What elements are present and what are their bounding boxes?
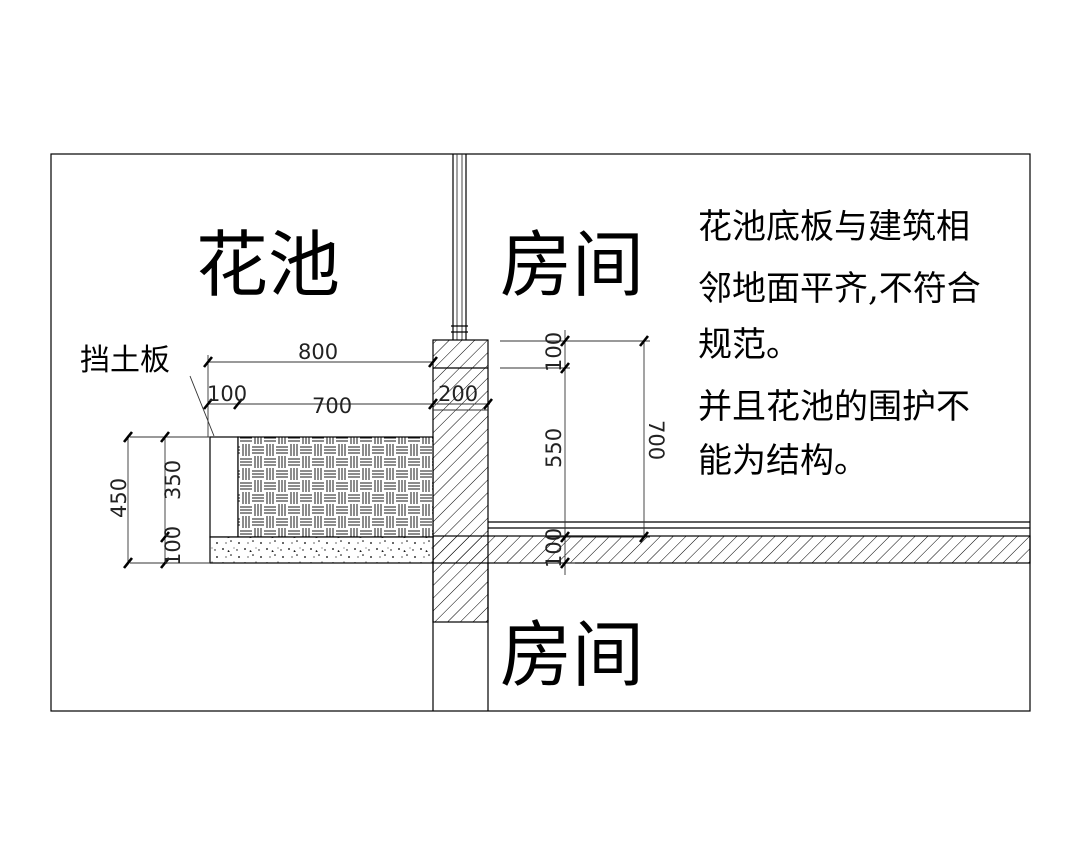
retaining-board-leader [189,375,215,437]
dim-base-slab-left: 100 [161,526,185,566]
dim-total-height-left: 450 [107,478,131,518]
planter-label: 花池 [196,223,340,307]
dimension-lines [127,330,650,575]
planter-body [209,436,434,564]
note-line-5: 能为结构。 [698,441,868,481]
dim-total-width: 800 [298,340,338,364]
room-upper-label: 房间 [500,223,644,307]
retaining-board-label: 挡土板 [80,343,170,378]
dim-slab-right: 100 [542,528,566,568]
note-line-3: 规范。 [698,325,800,365]
dim-inner-width: 700 [312,394,352,418]
room-lower-label: 房间 [500,613,644,697]
dim-room-height: 550 [542,428,566,468]
dim-soil-depth: 350 [161,460,185,500]
dimension-ticks [122,335,650,569]
structural-wall [432,339,1031,623]
dim-total-height-right: 700 [644,420,668,460]
dim-top-step: 100 [542,332,566,372]
dim-wall-left: 100 [207,382,247,406]
drawing-frame [50,153,1031,712]
note-line-2: 邻地面平齐,不符合 [698,269,981,309]
room-floor [488,521,1030,529]
annotation-note: 花池底板与建筑相 邻地面平齐,不符合 规范。 并且花池的围护不 能为结构。 [698,207,981,481]
lower-walls [432,563,489,711]
note-line-4: 并且花池的围护不 [698,387,970,427]
window-frame [451,154,468,340]
dim-wall-right: 200 [438,382,478,406]
note-line-1: 花池底板与建筑相 [698,207,970,247]
